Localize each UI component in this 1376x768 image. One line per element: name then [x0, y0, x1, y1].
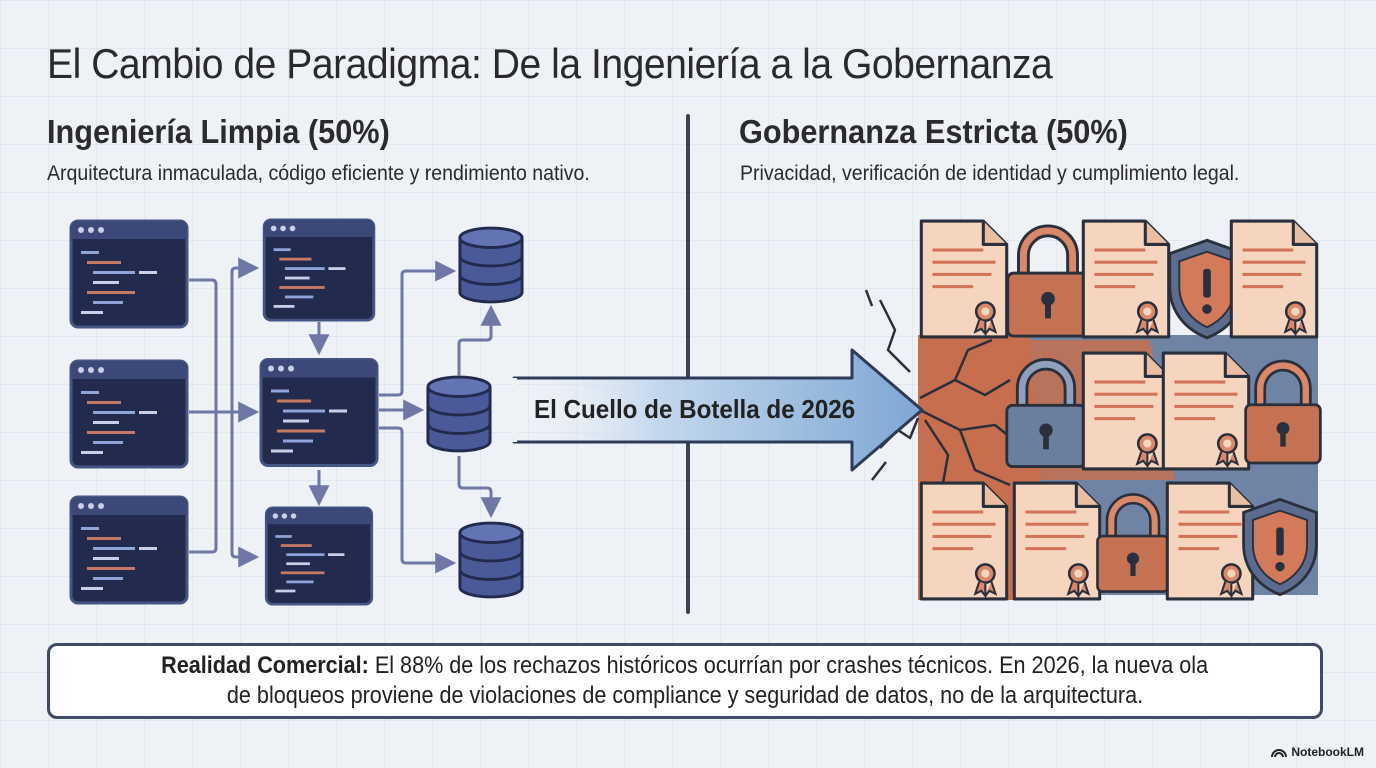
flow-arrow-icon: [230, 257, 260, 412]
code-window-icon: [259, 357, 379, 468]
right-heading: Gobernanza Estricta (50%): [739, 113, 1128, 150]
document-icon: [919, 219, 1009, 339]
flow-arrow-icon: [457, 304, 502, 376]
code-window-icon: [69, 219, 189, 329]
notebooklm-logo-icon: [1271, 748, 1288, 757]
document-icon: [1081, 219, 1171, 339]
document-icon: [1161, 351, 1251, 471]
left-heading: Ingeniería Limpia (50%): [47, 113, 390, 150]
left-subtitle: Arquitectura inmaculada, código eficient…: [47, 162, 590, 185]
code-window-icon: [69, 495, 189, 605]
brand-watermark: NotebookLM: [1271, 745, 1364, 759]
brand-name: NotebookLM: [1291, 745, 1364, 759]
code-window-icon: [69, 359, 189, 469]
flow-arrows: [189, 257, 502, 574]
document-icon: [1229, 219, 1319, 339]
padlock-icon: [1008, 231, 1089, 336]
flow-arrow-icon: [379, 426, 457, 574]
databases: [426, 226, 524, 599]
section-divider: [686, 114, 690, 614]
code-window-icon: [264, 506, 374, 606]
right-subtitle: Privacidad, verificación de identidad y …: [740, 162, 1240, 185]
reality-line-2: de bloqueos proviene de violaciones de c…: [226, 682, 1144, 709]
database-icon: [458, 226, 524, 304]
flow-arrow-icon: [379, 260, 457, 397]
bottleneck-label: El Cuello de Botella de 2026: [534, 394, 856, 424]
document-icon: [1081, 351, 1171, 471]
reality-line1-text: El 88% de los rechazos históricos ocurrí…: [375, 652, 1209, 679]
reality-line-1: Realidad Comercial: El 88% de los rechaz…: [162, 651, 1209, 681]
database-icon: [458, 521, 524, 599]
code-window-icon: [262, 218, 376, 322]
flow-arrow-icon: [230, 412, 260, 568]
bottleneck-arrow-icon: [512, 348, 924, 472]
database-icon: [426, 375, 492, 453]
document-icon: [1165, 481, 1255, 601]
document-icon: [919, 481, 1009, 601]
flow-arrow-icon: [189, 278, 218, 554]
reality-callout: Realidad Comercial: El 88% de los rechaz…: [47, 643, 1323, 719]
reality-bold-label: Realidad Comercial:: [161, 652, 370, 679]
flow-arrow-icon: [457, 456, 502, 519]
document-icon: [1012, 481, 1102, 601]
page-title: El Cambio de Paradigma: De la Ingeniería…: [47, 40, 1053, 87]
